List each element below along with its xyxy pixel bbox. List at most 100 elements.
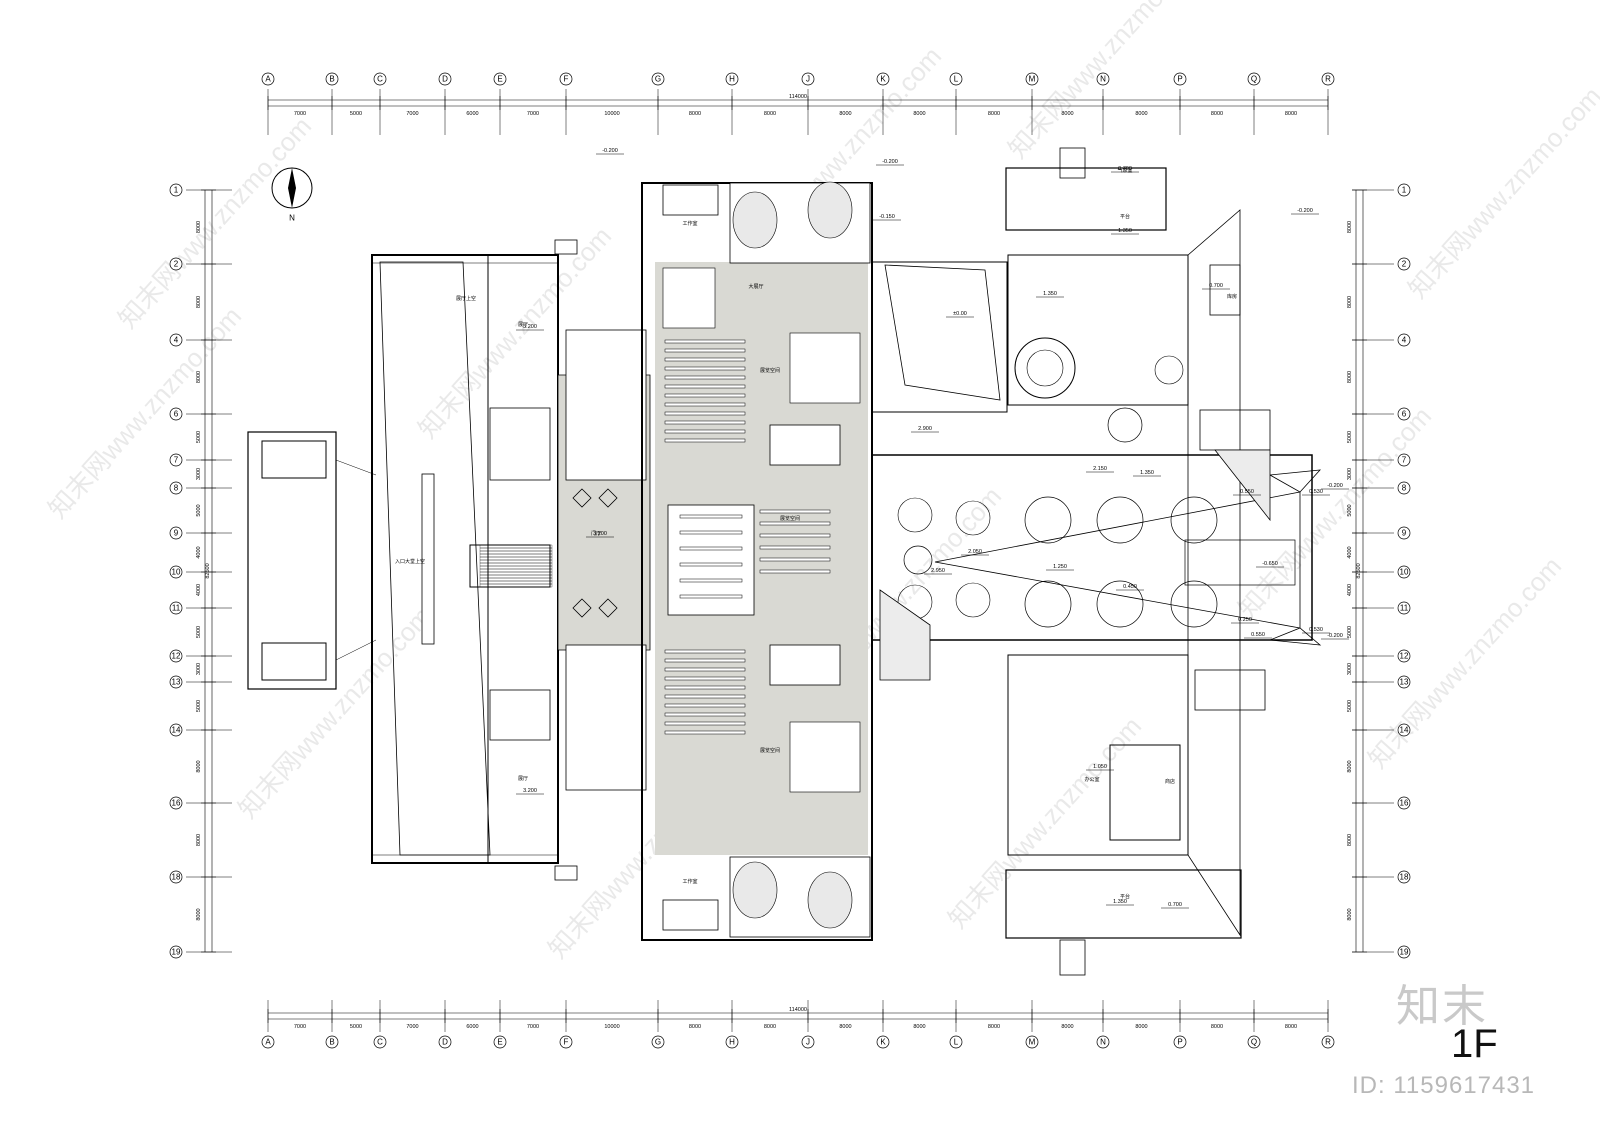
display-case xyxy=(664,676,746,681)
gallery-room xyxy=(565,644,647,791)
axis-bubble xyxy=(801,1035,815,1049)
axis-bubble xyxy=(169,526,183,540)
elevation-value: 0.450 xyxy=(1123,584,1137,590)
room-label: 平台 xyxy=(1120,893,1130,900)
dimension-value: 10000 xyxy=(604,1024,619,1030)
elevation-value: 0.700 xyxy=(1118,166,1132,172)
elevation-value: -0.200 xyxy=(602,148,618,154)
display-case xyxy=(664,667,746,672)
main-stair xyxy=(469,544,551,588)
column-axis-label: A xyxy=(265,75,271,84)
axis-bubble xyxy=(876,1035,890,1049)
row-axis-label: 11 xyxy=(172,604,181,613)
stair-tread xyxy=(479,556,553,561)
stair-core xyxy=(662,184,719,216)
canopy-column xyxy=(261,440,327,479)
total-dimension-value: 114000 xyxy=(789,94,807,100)
axis-bubble xyxy=(1397,870,1411,884)
display-case xyxy=(664,366,746,371)
column-axis-label: Q xyxy=(1251,1038,1257,1047)
axis-bubble xyxy=(1397,407,1411,421)
elevation-value: 1.350 xyxy=(1118,228,1132,234)
axis-bubble xyxy=(169,870,183,884)
axis-bubble xyxy=(169,945,183,959)
planter-icon xyxy=(572,488,592,508)
wall-line xyxy=(335,459,377,476)
axis-bubble xyxy=(325,72,339,86)
elevation-value: ±0.00 xyxy=(953,311,967,317)
display-case xyxy=(759,533,831,538)
dimension-value: 3000 xyxy=(196,468,202,480)
display-case xyxy=(664,393,746,398)
row-axis-label: 19 xyxy=(172,948,181,957)
dimension-value: 8000 xyxy=(764,111,776,117)
round-display xyxy=(1096,496,1144,544)
dimension-value: 5000 xyxy=(196,504,202,516)
column-axis-label: G xyxy=(655,1038,661,1047)
axis-bubble xyxy=(949,72,963,86)
column-axis-label: P xyxy=(1177,75,1182,84)
dimension-value: 8000 xyxy=(1211,1024,1223,1030)
row-axis-label: 11 xyxy=(1400,604,1409,613)
display-case xyxy=(679,514,743,519)
axis-bubble xyxy=(1397,481,1411,495)
elevation-value: 1.050 xyxy=(1093,764,1107,770)
axis-bubble xyxy=(169,333,183,347)
elevation-value: 0.550 xyxy=(1251,632,1265,638)
compass-label: N xyxy=(289,214,295,223)
entry-stair xyxy=(1059,939,1086,976)
round-hall xyxy=(1014,337,1076,399)
row-axis-label: 14 xyxy=(172,726,181,735)
axis-bubble xyxy=(949,1035,963,1049)
row-axis-label: 10 xyxy=(172,568,181,577)
display-case xyxy=(679,594,743,599)
elevation-value: 1.350 xyxy=(1113,899,1127,905)
column-axis-label: L xyxy=(954,75,959,84)
column-axis-label: B xyxy=(329,1038,334,1047)
display-case xyxy=(664,420,746,425)
axis-bubble xyxy=(169,796,183,810)
axis-bubble xyxy=(1397,565,1411,579)
stone-paving xyxy=(879,589,931,681)
dimension-value: 5000 xyxy=(196,700,202,712)
column-axis-label: P xyxy=(1177,1038,1182,1047)
dimension-value: 8000 xyxy=(1061,1024,1073,1030)
axis-bubble xyxy=(169,723,183,737)
axis-bubble xyxy=(493,72,507,86)
watermark-id: ID: 1159617431 xyxy=(1352,1072,1536,1099)
dimension-value: 8000 xyxy=(1211,111,1223,117)
stair-core xyxy=(1194,669,1266,711)
elevation-value: 3.200 xyxy=(593,531,607,537)
row-axis-label: 7 xyxy=(174,456,179,465)
spiral-stair xyxy=(1107,407,1143,443)
axis-bubble xyxy=(801,72,815,86)
row-axis-label: 13 xyxy=(172,678,181,687)
display-case xyxy=(679,530,743,535)
column-axis-label: D xyxy=(442,75,448,84)
axis-bubble xyxy=(1397,649,1411,663)
axis-bubble xyxy=(1397,675,1411,689)
elevation-value: 0.250 xyxy=(1238,617,1252,623)
elevation-value: 0.530 xyxy=(1309,627,1323,633)
display-pod xyxy=(955,582,991,618)
dimension-value: 6000 xyxy=(466,1024,478,1030)
row-axis-label: 8 xyxy=(174,484,179,493)
elevation-value: -0.200 xyxy=(1327,483,1343,489)
elevation-value: 1.350 xyxy=(1140,470,1154,476)
display-case xyxy=(664,339,746,344)
elevation-value: -0.200 xyxy=(882,159,898,165)
east-exhibition xyxy=(871,454,1313,641)
display-case xyxy=(664,384,746,389)
row-axis-label: 18 xyxy=(1400,873,1409,882)
exhibition-hall xyxy=(667,504,755,616)
axis-bubble xyxy=(1025,72,1039,86)
elevation-marks: -0.200-0.200-0.150-0.200±0.003.2003.2003… xyxy=(395,148,1349,909)
elevation-value: 1.250 xyxy=(1053,564,1067,570)
dimension-value: 8000 xyxy=(988,1024,1000,1030)
display-case xyxy=(664,721,746,726)
axis-bubble xyxy=(1173,72,1187,86)
stair-tread xyxy=(479,547,553,552)
axis-bubble xyxy=(169,565,183,579)
room-label: 展览空间 xyxy=(780,515,800,522)
entrance-canopy xyxy=(247,431,337,690)
